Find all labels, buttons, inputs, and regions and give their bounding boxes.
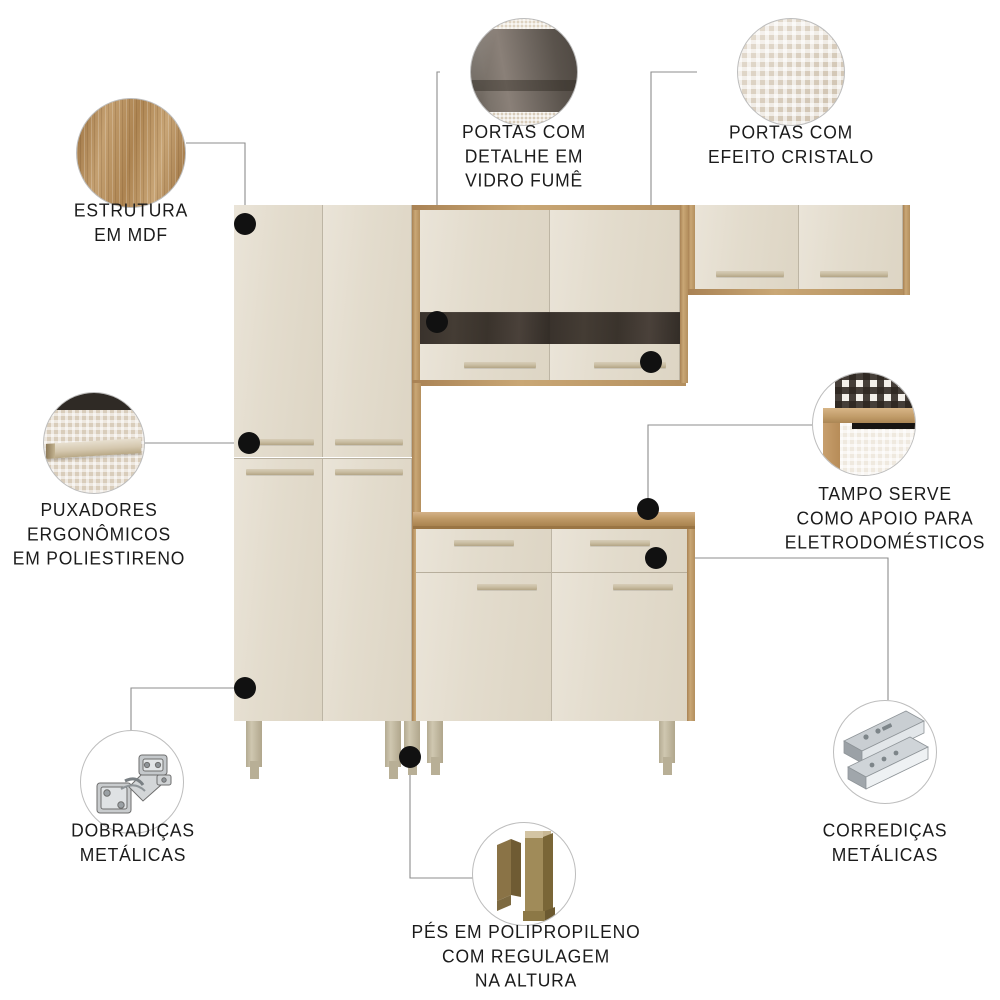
base-door-right[interactable] [552,573,688,721]
swatch-cabinet-side [839,422,915,475]
glass-cabinet-carcass-top [412,205,688,210]
base-leg-right [659,721,675,763]
glass-cabinet-handle-left[interactable] [464,362,536,368]
callout-label-portas-cristalo: PORTAS COM EFEITO CRISTALO [708,121,874,168]
countertop [413,512,695,526]
base-drawer-handle-left[interactable] [454,540,514,546]
wall-cabinet-carcass-right [903,205,910,295]
swatch-smoke-bottom-edge [471,112,577,125]
swatch-checkered-appliance [835,373,915,408]
base-foot-left [431,757,440,775]
callout-dot-pes[interactable] [399,746,421,768]
callout-label-estrutura-mdf: ESTRUTURA EM MDF [73,199,189,246]
base-foot-right [663,757,672,775]
wall-cabinet-handle-right[interactable] [820,271,888,277]
swatch-counter-left-edge [823,407,840,475]
swatch-smoke-top-edge [471,19,577,29]
swatch-smoke-band [471,80,577,92]
base-leg-left [427,721,443,763]
callout-dot-estrutura-mdf[interactable] [234,213,256,235]
pantry-foot-left [250,761,259,779]
pantry-door-upper-left[interactable] [234,205,323,457]
base-door-handle-right[interactable] [613,584,673,590]
pantry-door-lower-right[interactable] [323,459,412,721]
pantry-handle-upper-right[interactable] [335,439,403,445]
base-cabinet-carcass-right [687,529,695,721]
pantry-foot-right [389,761,398,779]
swatch-mdf-structure [76,98,186,208]
callout-dot-corredicas[interactable] [645,547,667,569]
tall-pantry-cabinet [234,205,420,779]
swatch-counter-surface [823,407,915,423]
wall-cabinet-carcass-left [688,205,695,295]
callout-label-puxadores: PUXADORES ERGONÔMICOS EM POLIESTIRENO [12,499,186,569]
glass-cabinet-handle-right[interactable] [594,362,666,368]
callout-label-pes: PÉS EM POLIPROPILENO COM REGULAGEM NA AL… [411,921,641,991]
base-drawer-left[interactable] [416,529,552,573]
pantry-leg-right [385,721,401,767]
base-drawer-right[interactable] [552,529,688,573]
base-drawer-handle-right[interactable] [590,540,650,546]
callout-dot-dobradicas[interactable] [234,677,256,699]
swatch-counter-shadow [851,422,915,430]
glass-cabinet-carcass-bottom [412,380,686,386]
glass-door-right[interactable] [550,210,680,312]
swatch-countertop-support [812,372,916,476]
hinge-icon [96,754,172,814]
pantry-divider [234,458,412,459]
base-counter-cabinet [413,512,695,775]
glass-cabinet-carcass-right [680,205,688,383]
drawer-slide-icon [843,710,929,790]
swatch-ergonomic-handle [43,392,145,494]
pantry-handle-upper-left[interactable] [246,439,314,445]
pantry-door-upper-right[interactable] [323,205,412,457]
pantry-handle-lower-right[interactable] [335,469,403,475]
swatch-crystal-effect-door [737,18,845,126]
wall-cabinet-handle-left[interactable] [716,271,784,277]
callout-label-portas-vidro-fume: PORTAS COM DETALHE EM VIDRO FUMÊ [461,121,587,191]
glass-door-left[interactable] [420,210,550,312]
swatch-handle-top-shadow [44,393,144,410]
pantry-handle-lower-left[interactable] [246,469,314,475]
swatch-metal-slides [833,700,937,804]
callout-dot-puxadores[interactable] [238,432,260,454]
callout-dot-efeito-cristalo[interactable] [640,351,662,373]
upper-wall-cabinet-right [688,205,910,295]
callout-label-corredicas: CORREDIÇAS METÁLICAS [822,819,948,866]
center-column-carcass [412,383,421,515]
glass-cabinet-carcass-left [412,205,420,383]
pantry-leg-left [246,721,262,767]
callout-label-tampo: TAMPO SERVE COMO APOIO PARA ELETRODOMÉST… [784,483,986,553]
wall-cabinet-carcass-bottom [688,289,906,295]
swatch-smoked-glass-door [470,18,578,126]
base-door-handle-left[interactable] [477,584,537,590]
base-door-left[interactable] [416,573,552,721]
swatch-metal-hinge [80,730,184,834]
feet-icon [497,831,555,921]
swatch-handle-bar [46,438,141,459]
smoked-glass-band-right [550,312,680,344]
callout-label-dobradicas: DOBRADIÇAS METÁLICAS [71,819,195,866]
callout-dot-tampo[interactable] [637,498,659,520]
upper-glass-cabinet [412,205,688,386]
callout-dot-vidro-fume[interactable] [426,311,448,333]
swatch-adjustable-feet [472,822,576,926]
countertop-front-edge [413,526,695,529]
